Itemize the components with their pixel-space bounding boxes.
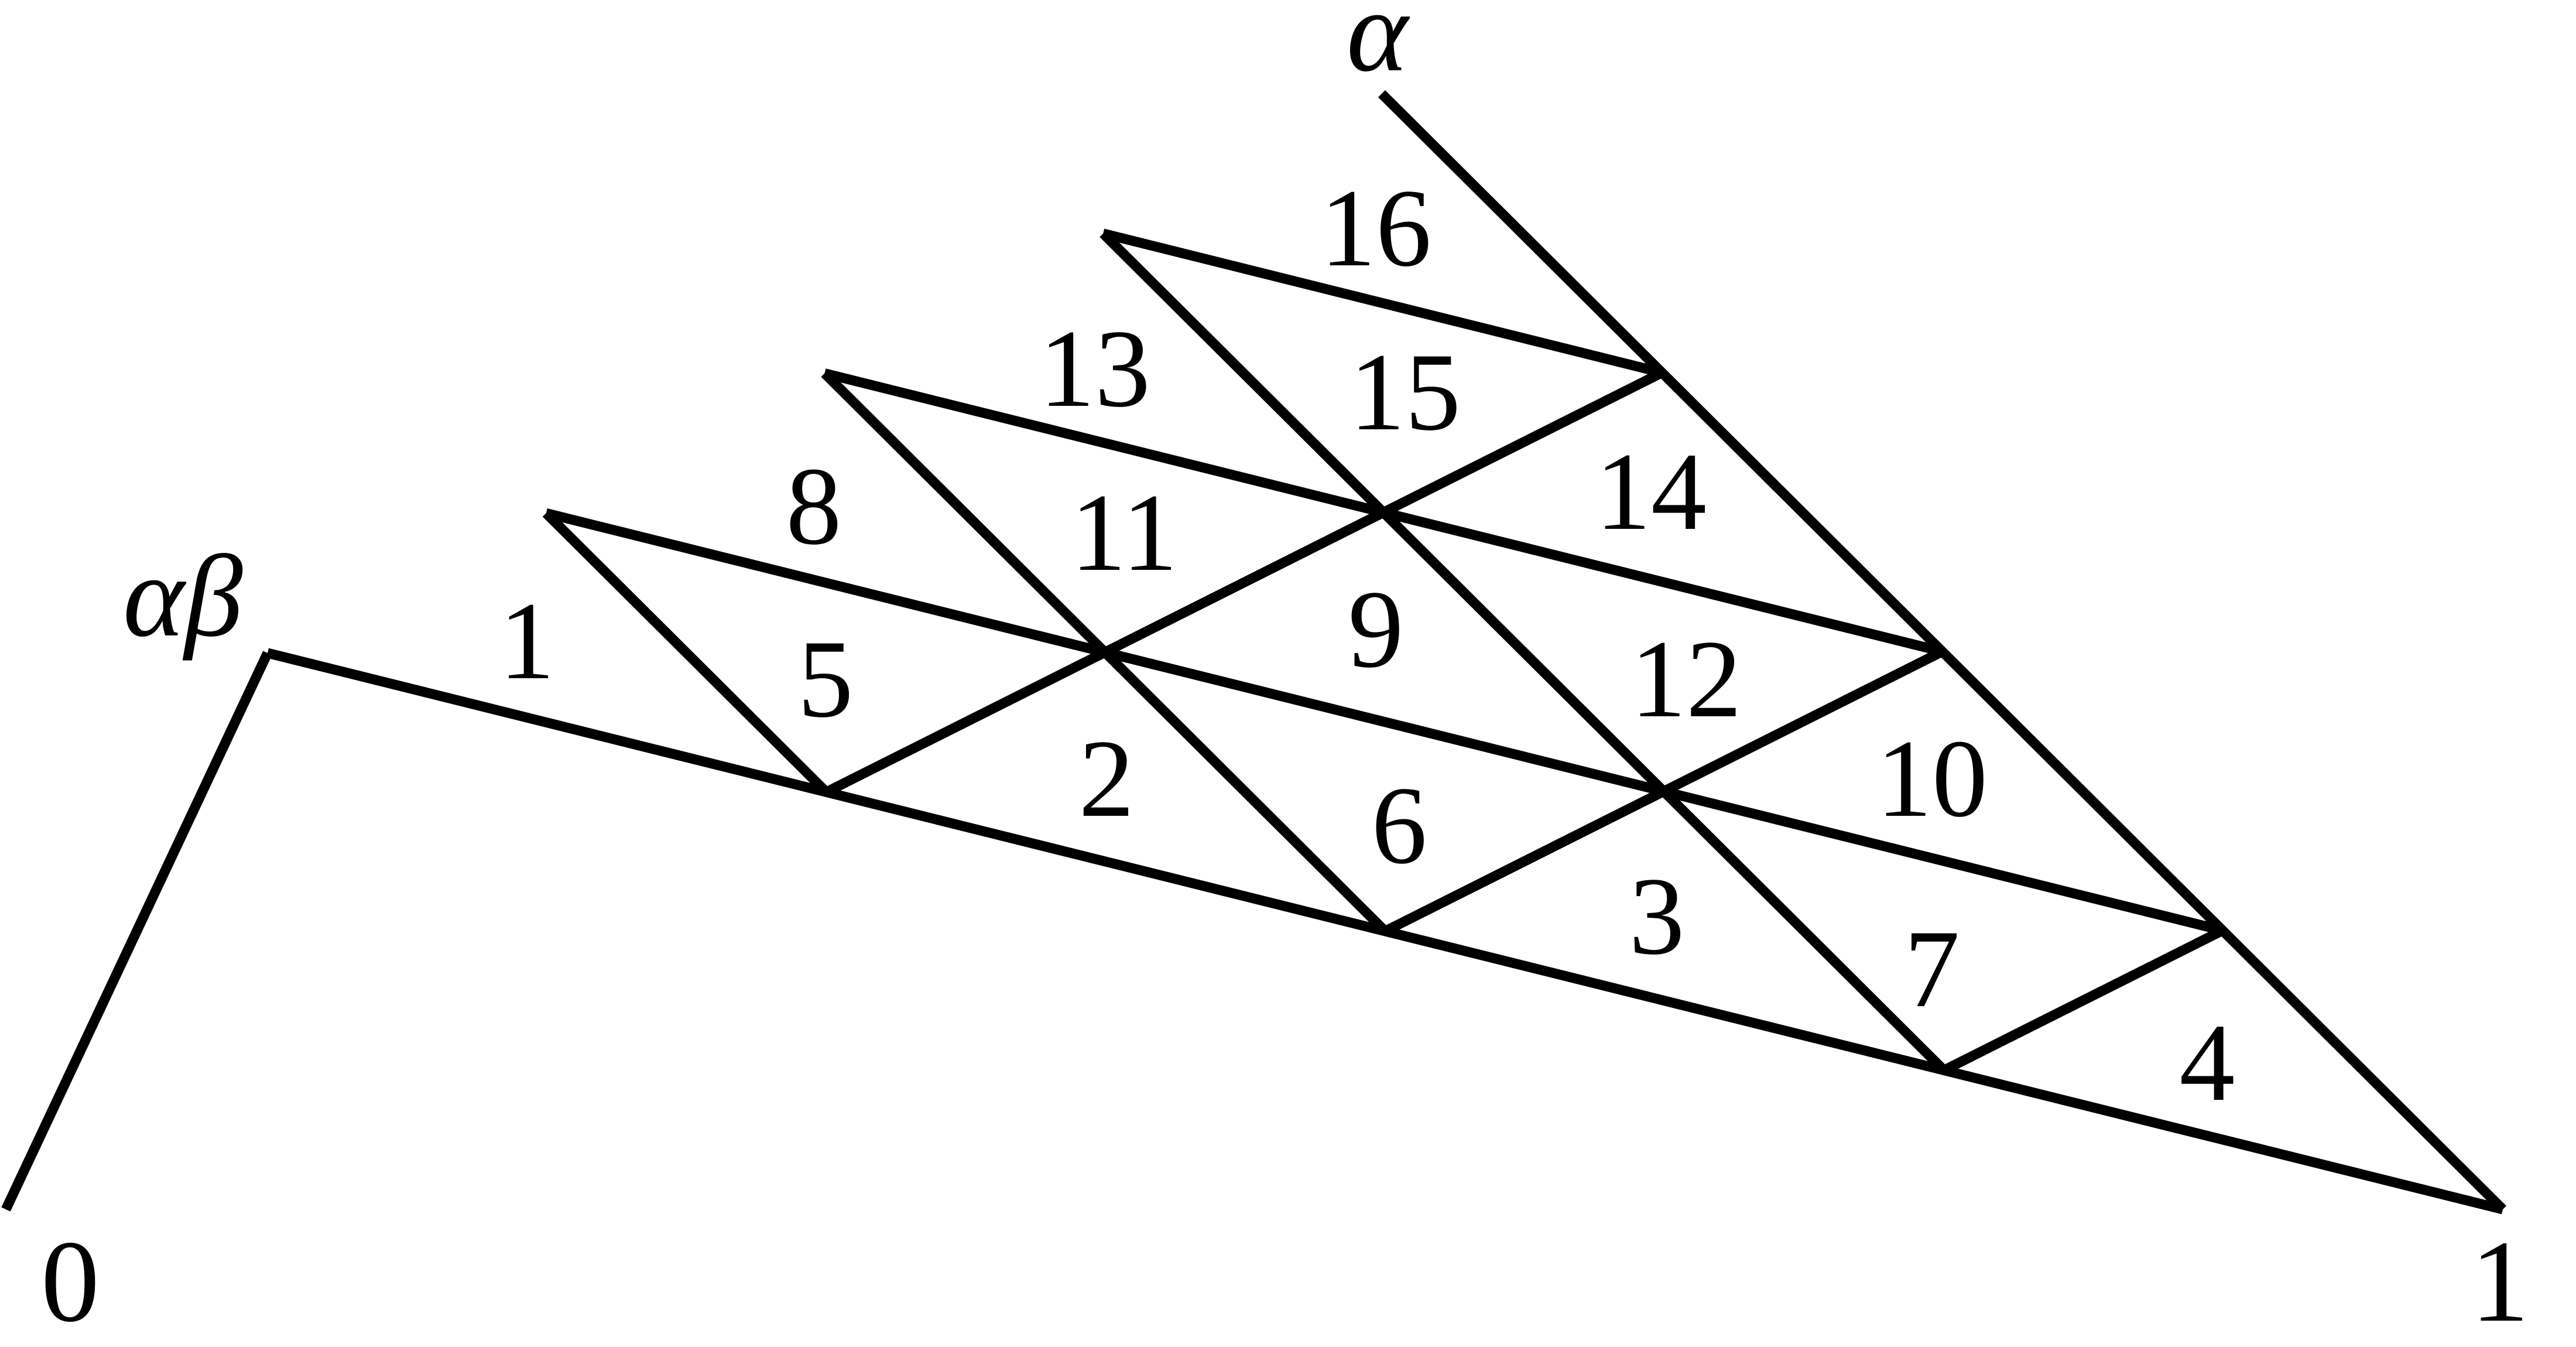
triangle-label: 16 <box>1320 167 1431 290</box>
triangle-label: 14 <box>1595 430 1707 553</box>
triangle-label: 12 <box>1630 618 1742 741</box>
triangle-label: 6 <box>1372 764 1427 887</box>
vertex-label-alpha-beta: αβ <box>123 532 243 661</box>
lattice-edge <box>1941 926 2225 1075</box>
triangle-label: 1 <box>499 580 555 703</box>
label-group: 0 1 αβ α 1 2 3 4 5 6 7 8 9 10 11 12 13 1… <box>41 0 2529 1346</box>
triangle-label: 8 <box>786 445 842 568</box>
lattice-edge <box>542 510 830 796</box>
triangle-label: 10 <box>1876 717 1988 840</box>
triangle-label: 13 <box>1039 307 1150 430</box>
triangle-label: 5 <box>798 618 854 741</box>
lattice-edge <box>1378 90 2506 1213</box>
triangle-label: 7 <box>1904 908 1960 1031</box>
vertex-label-one: 1 <box>2471 1217 2529 1346</box>
lattice-edge <box>1099 230 1948 1074</box>
lattice-edge <box>821 370 1389 935</box>
spine-edge <box>1 651 272 1212</box>
lattice-edge <box>1102 228 1663 378</box>
lattice-edge <box>824 368 1664 797</box>
triangle-label: 9 <box>1348 568 1404 691</box>
vertex-label-origin: 0 <box>41 1217 100 1346</box>
lattice-edge <box>544 508 2224 935</box>
triangle-label: 11 <box>1071 471 1178 594</box>
vertex-label-alpha: α <box>1347 0 1410 96</box>
triangle-label: 2 <box>1079 717 1135 840</box>
triangle-label: 3 <box>1629 855 1685 978</box>
triangle-label: 15 <box>1349 331 1461 454</box>
edge-group <box>1 90 2506 1215</box>
triangle-label: 4 <box>2180 1001 2235 1124</box>
